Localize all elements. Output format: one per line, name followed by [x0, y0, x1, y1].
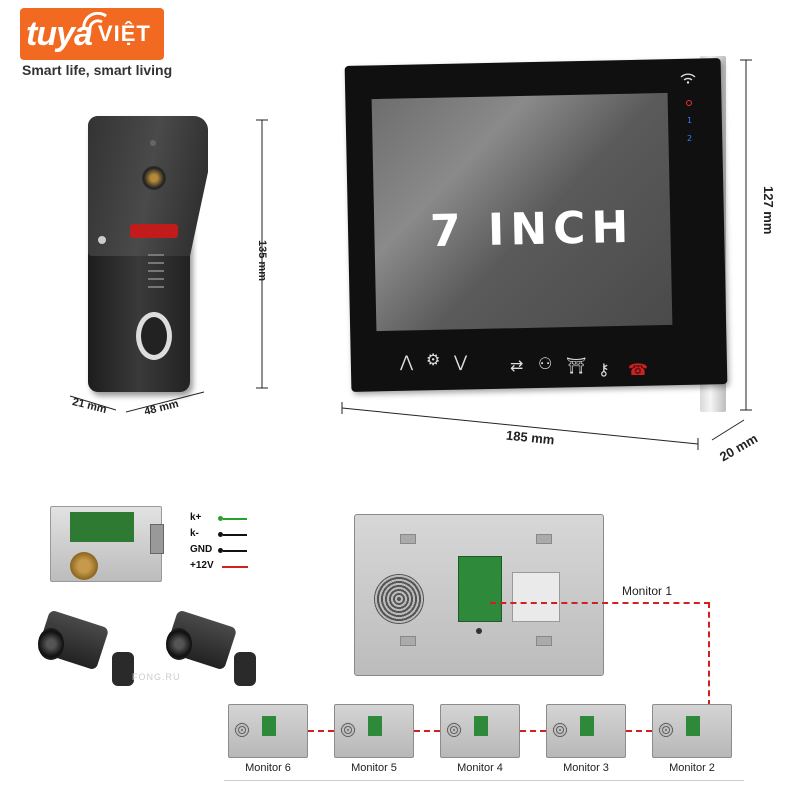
mini-speaker-icon — [552, 722, 568, 738]
back-screw-hole-icon — [476, 628, 482, 634]
wire-dot-gnd — [218, 548, 223, 553]
transfer-icon[interactable]: ⇄ — [510, 356, 524, 375]
gate-icon[interactable]: ⛩ — [566, 356, 587, 375]
phone-icon[interactable]: ☎ — [628, 360, 648, 379]
camera-mount — [234, 652, 256, 686]
wire-kplus — [223, 518, 247, 520]
down-arrow-icon[interactable]: ⋁ — [454, 352, 468, 371]
back-terminal-block — [458, 556, 502, 622]
wifi-arc-icon — [82, 12, 107, 31]
mount-tab — [536, 534, 552, 544]
mini-terminal — [368, 716, 382, 736]
connection-line — [520, 730, 546, 732]
mini-speaker-icon — [446, 722, 462, 738]
doorbell-height-label: 135 mm — [256, 240, 268, 281]
connection-line — [414, 730, 440, 732]
wire-kminus — [223, 534, 247, 536]
lock-gear-icon — [70, 552, 98, 580]
lock-bolt — [150, 524, 164, 554]
power-led-icon — [686, 100, 692, 106]
connection-line — [490, 602, 710, 604]
doorbell-camera-icon — [142, 166, 166, 190]
users-icon[interactable]: ⚇ — [538, 354, 553, 373]
back-speaker-grille — [374, 574, 424, 624]
logo-sub-text: VIỆT — [97, 21, 151, 46]
back-spec-sticker — [512, 572, 560, 622]
watermark-text: FONG.RU — [132, 672, 181, 682]
mini-speaker-icon — [658, 722, 674, 738]
mini-speaker-icon — [234, 722, 250, 738]
camera-lens-icon — [166, 628, 192, 660]
connection-line — [308, 730, 334, 732]
doorbell-speaker-grille — [148, 254, 164, 294]
brand-logo: tuya VIỆT — [20, 8, 164, 60]
connection-line — [626, 730, 652, 732]
logo-main-text: tuya — [26, 14, 93, 53]
wire-gnd — [223, 550, 247, 552]
lock-circuit-board — [70, 512, 134, 542]
connection-line — [708, 602, 710, 706]
wire-12v — [222, 566, 248, 568]
wire-dot-kplus — [218, 516, 223, 521]
doorbell-screw-icon — [98, 236, 106, 244]
wire-dot-kminus — [218, 532, 223, 537]
monitor-3-label: Monitor 3 — [563, 762, 609, 774]
key-icon[interactable]: ⚷ — [598, 360, 610, 379]
doorbell-call-button — [136, 312, 172, 360]
mount-tab — [400, 636, 416, 646]
baseline-divider — [224, 780, 744, 781]
led-label-1: 1 — [687, 116, 693, 125]
monitor-screen-text: 7 INCH — [429, 201, 635, 258]
led-label-2: 2 — [687, 134, 693, 143]
mount-tab — [536, 636, 552, 646]
wifi-icon — [680, 73, 696, 84]
settings-icon[interactable]: ⚙ — [426, 350, 441, 369]
camera-lens-icon — [38, 628, 64, 660]
monitor-4-label: Monitor 4 — [457, 762, 503, 774]
brand-tagline: Smart life, smart living — [22, 62, 173, 78]
mini-terminal — [474, 716, 488, 736]
monitor-6-label: Monitor 6 — [245, 762, 291, 774]
monitor-height-label: 127 mm — [761, 186, 776, 235]
up-arrow-icon[interactable]: ⋀ — [400, 352, 414, 371]
mount-tab — [400, 534, 416, 544]
doorbell-mic-icon — [150, 140, 156, 146]
mini-terminal — [580, 716, 594, 736]
wire-label-12v: +12V — [190, 560, 214, 571]
wire-label-kminus: k- — [190, 528, 199, 539]
mini-terminal — [686, 716, 700, 736]
monitor-1-label: Monitor 1 — [622, 584, 673, 598]
mini-speaker-icon — [340, 722, 356, 738]
mini-terminal — [262, 716, 276, 736]
doorbell-ir-strip — [130, 224, 178, 238]
wire-label-kplus: k+ — [190, 512, 202, 523]
wire-label-gnd: GND — [190, 544, 213, 555]
monitor-2-label: Monitor 2 — [669, 762, 715, 774]
monitor-5-label: Monitor 5 — [351, 762, 397, 774]
camera-mount — [112, 652, 134, 686]
